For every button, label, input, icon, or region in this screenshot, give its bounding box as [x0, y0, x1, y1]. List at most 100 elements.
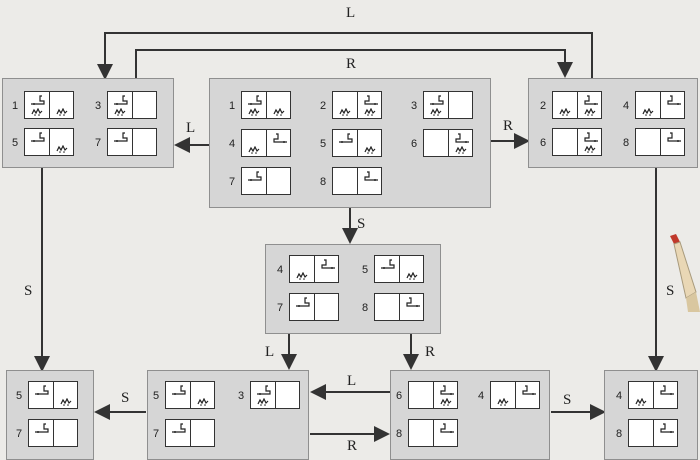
label-center-down: S	[357, 216, 366, 232]
world-squares	[332, 129, 382, 157]
world-squares	[165, 381, 215, 409]
label-bottom-l: L	[347, 373, 357, 389]
state-number: 7	[276, 302, 284, 314]
world-squares	[107, 91, 157, 119]
state-number: 2	[539, 100, 547, 112]
label-bottom-s1: S	[121, 390, 130, 406]
state-cell-8: 8	[393, 419, 459, 449]
state-cell-5: 5	[13, 381, 79, 411]
world-squares	[423, 91, 473, 119]
state-cell-6: 6	[408, 129, 474, 159]
state-cell-3: 3	[92, 91, 158, 121]
world-squares	[28, 381, 78, 409]
state-cell-7: 7	[92, 128, 158, 158]
state-cell-4: 4	[274, 255, 340, 285]
state-number: 8	[361, 302, 369, 314]
label-left-down: S	[24, 283, 33, 299]
state-cell-7: 7	[226, 167, 292, 197]
label-mid-left: L	[265, 344, 275, 360]
state-number: 6	[410, 138, 418, 150]
state-box-right: 2 4 6 8	[528, 78, 698, 168]
state-number: 4	[477, 390, 485, 402]
state-cell-5: 5	[9, 128, 75, 158]
state-cell-5: 5	[359, 255, 425, 285]
world-squares	[289, 255, 339, 283]
world-squares	[24, 91, 74, 119]
state-number: 2	[319, 100, 327, 112]
state-cell-8: 8	[620, 128, 686, 158]
state-cell-8: 8	[359, 293, 425, 323]
state-cell-1: 1	[226, 91, 292, 121]
state-cell-4: 4	[613, 381, 679, 411]
state-number: 4	[622, 100, 630, 112]
world-squares	[332, 167, 382, 195]
state-box-bottom-mid: 6 4 8	[390, 370, 550, 460]
world-squares	[423, 129, 473, 157]
state-number: 7	[15, 428, 23, 440]
arrows-layer	[34, 32, 664, 442]
state-cell-8: 8	[317, 167, 383, 197]
state-cell-7: 7	[274, 293, 340, 323]
state-number: 8	[319, 176, 327, 188]
world-squares	[289, 293, 339, 321]
label-right-down: S	[666, 283, 675, 299]
state-cell-7: 7	[150, 419, 216, 449]
state-box-mid: 4 5 7 8	[265, 244, 441, 334]
world-squares	[628, 381, 678, 409]
label-center-right: R	[503, 118, 514, 134]
world-squares	[165, 419, 215, 447]
world-squares	[635, 128, 685, 156]
state-number: 5	[11, 137, 19, 149]
world-squares	[408, 381, 458, 409]
state-cell-3: 3	[235, 381, 301, 411]
state-cell-3: 3	[408, 91, 474, 121]
state-number: 1	[228, 100, 236, 112]
world-squares	[552, 128, 602, 156]
world-squares	[490, 381, 540, 409]
state-number: 8	[615, 428, 623, 440]
state-number: 7	[94, 137, 102, 149]
label-center-left: L	[186, 120, 196, 136]
state-number: 5	[15, 390, 23, 402]
state-cell-8: 8	[613, 419, 679, 449]
state-cell-6: 6	[537, 128, 603, 158]
world-squares	[28, 419, 78, 447]
state-number: 4	[615, 390, 623, 402]
state-number: 7	[228, 176, 236, 188]
label-mid-right: R	[425, 344, 436, 360]
world-squares	[332, 91, 382, 119]
label-top-l: L	[346, 5, 356, 21]
state-number: 5	[152, 390, 160, 402]
state-number: 3	[94, 100, 102, 112]
pen-image	[670, 234, 700, 312]
state-number: 3	[237, 390, 245, 402]
arrow-top-r	[135, 49, 573, 78]
state-cell-5: 5	[317, 129, 383, 159]
world-squares	[408, 419, 458, 447]
world-squares	[374, 255, 424, 283]
state-number: 6	[395, 390, 403, 402]
world-squares	[107, 128, 157, 156]
state-number: 8	[395, 428, 403, 440]
state-box-bottom-left: 5 3 7	[147, 370, 309, 460]
world-squares	[374, 293, 424, 321]
world-squares	[250, 381, 300, 409]
state-cell-4: 4	[226, 129, 292, 159]
state-box-center: 1 2 3 4 5 6 7 8	[209, 78, 491, 208]
world-squares	[241, 129, 291, 157]
state-cell-2: 2	[537, 91, 603, 121]
world-squares	[241, 167, 291, 195]
state-cell-4: 4	[475, 381, 541, 411]
state-number: 7	[152, 428, 160, 440]
world-squares	[241, 91, 291, 119]
state-cell-2: 2	[317, 91, 383, 121]
state-number: 4	[228, 138, 236, 150]
state-number: 6	[539, 137, 547, 149]
state-cell-7: 7	[13, 419, 79, 449]
state-number: 4	[276, 264, 284, 276]
state-cell-4: 4	[620, 91, 686, 121]
